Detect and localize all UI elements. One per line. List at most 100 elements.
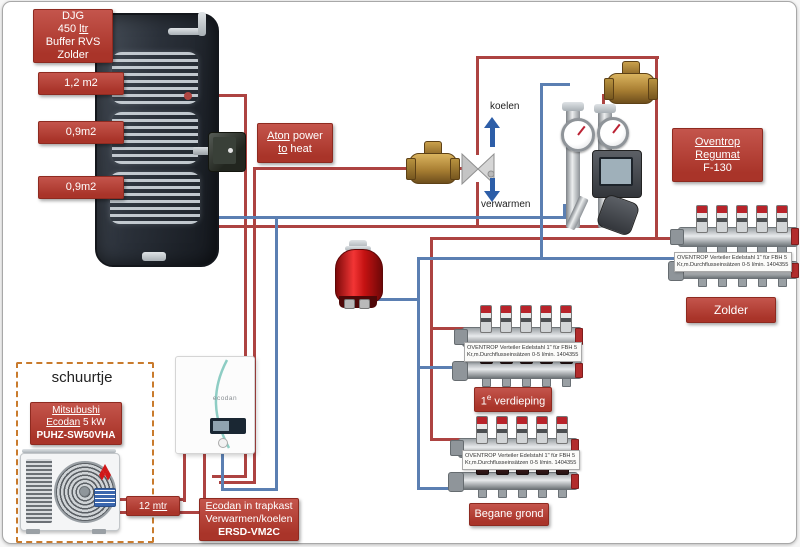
manifold-nut [718, 278, 727, 287]
outdoor-unit-foot-right [92, 529, 106, 534]
manifold-nut [538, 489, 547, 498]
heatpump-label: Mitsubushi Ecodan 5 kW PUHZ-SW50VHA [30, 402, 122, 445]
flow-meter-3 [520, 305, 532, 333]
outdoor-unit-grille [26, 459, 52, 523]
flow-meter-4 [756, 205, 768, 233]
pipe-blue-return-run [417, 257, 686, 260]
flow-meter-3 [516, 416, 528, 444]
tank-bottom-stub [142, 252, 166, 261]
pipe-red-distribution [430, 237, 688, 240]
manifold-nut [502, 378, 511, 387]
flow-meter-2 [500, 305, 512, 333]
tank-coil-1 [112, 52, 198, 104]
manifold-end-valve [448, 472, 464, 492]
check-valve-nut-left [406, 158, 416, 180]
ground-label: Begane grond [469, 503, 549, 526]
pipe-red-to-ecodan-a [212, 475, 247, 478]
pipe-blue-ecodan-up [221, 451, 224, 490]
coil1-label: 1,2 m2 [38, 72, 124, 95]
tank-sensor-fitting [184, 92, 192, 100]
pipe-blue-ecodan-drop [275, 216, 278, 491]
check-valve2-nut-right [648, 78, 658, 100]
regumat-label: Oventrop Regumat F-130 [672, 128, 763, 182]
manifold-nut [542, 378, 551, 387]
cooling-label: koelen [490, 101, 520, 112]
pump-riser-cap-right [594, 104, 616, 113]
check-valve2-nut-left [604, 78, 614, 100]
pipe-red-refrig-b-v [203, 451, 206, 514]
flow-meter-3 [736, 205, 748, 233]
pipe-red-left-drop-a [244, 94, 247, 478]
flow-meter-4 [540, 305, 552, 333]
flow-meter-2 [716, 205, 728, 233]
manifold-nut [698, 278, 707, 287]
pipe-red-left-drop-b [253, 167, 256, 484]
pipe-red-to-checkvalve [253, 167, 467, 170]
manifold-note-zolder: OVENTROP Verteiler Edelstahl 1" für FBH … [674, 252, 792, 272]
indoor-unit-logo-badge [218, 438, 228, 448]
pipe-red-refrig-a-v [183, 451, 186, 502]
manifold-nut [738, 278, 747, 287]
vessel-cap [349, 240, 367, 248]
outdoor-unit-bracket [22, 449, 116, 453]
pipe-blue-pump-stub [563, 204, 566, 218]
pipe-red-valve-up [476, 56, 479, 155]
outdoor-unit-foot-left [26, 529, 40, 534]
actuator-face [213, 137, 236, 164]
tank-top-pipe [168, 28, 206, 35]
manifold-note-ground: OVENTROP Verteiler Edelstahl 1" für FBH … [462, 450, 580, 470]
flow-meter-2 [496, 416, 508, 444]
pipe-blue-vessel [354, 298, 420, 301]
pump-display [599, 157, 633, 186]
flow-meter-1 [696, 205, 708, 233]
vessel-foot-right [359, 299, 370, 309]
pipe-red-right-drop [655, 56, 658, 240]
tank-coil-3 [110, 172, 200, 224]
manifold-nut [522, 378, 531, 387]
pipe-red-valve-down [476, 182, 479, 227]
indoor-unit-screen [213, 421, 229, 431]
pressure-gauge-left [561, 118, 595, 152]
manifold-end-fitting [670, 229, 684, 245]
pipe-red-top-run [476, 56, 659, 59]
shed-boundary [16, 362, 154, 543]
mitsubishi-logo-icon [99, 464, 111, 481]
manifold-nut [482, 378, 491, 387]
manifold-end-cap [571, 474, 579, 489]
distance-label: 12 mtr [126, 496, 180, 516]
pipe-blue-ecodan-h [221, 488, 278, 491]
manifold-end-fitting [454, 329, 468, 345]
coil2-label: 0,9m2 [38, 121, 124, 144]
manifold-note-floor1: OVENTROP Verteiler Edelstahl 1" für FBH … [464, 342, 582, 362]
manifold-end-fitting [450, 440, 464, 456]
floor1-label: 1e verdieping [474, 387, 552, 412]
tank-top-pipe-riser [198, 12, 206, 36]
flow-meter-4 [536, 416, 548, 444]
manifold-nut [562, 378, 571, 387]
pipe-blue-from-floor1 [417, 366, 474, 369]
trapkast-label: Ecodan in trapkast Verwarmen/koelen ERSD… [199, 498, 299, 541]
manifold-nut [498, 489, 507, 498]
check-valve-nut-right [450, 158, 460, 180]
flow-meter-5 [776, 205, 788, 233]
manifold-end-cap [575, 363, 583, 378]
expansion-vessel [335, 249, 383, 303]
manifold-nut [478, 489, 487, 498]
zolder-label: Zolder [686, 297, 776, 323]
flow-meter-1 [476, 416, 488, 444]
manifold-end-cap [791, 228, 799, 245]
pipe-red-dist-drop [430, 237, 433, 441]
pipe-red-to-floor1 [430, 327, 474, 330]
actuator-indicator [228, 148, 233, 153]
manifold-nut [758, 278, 767, 287]
manifold-nut [558, 489, 567, 498]
flow-meter-5 [556, 416, 568, 444]
outdoor-unit-label [94, 488, 116, 507]
three-way-valve-icon [461, 152, 495, 186]
pressure-gauge-right [597, 117, 629, 149]
outdoor-unit-fan-hub [79, 486, 90, 497]
pipe-blue-return-drop [417, 257, 420, 490]
indoor-unit-brand: ecodan [212, 395, 238, 402]
manifold-nut [778, 278, 787, 287]
pipe-blue-main [214, 216, 567, 219]
